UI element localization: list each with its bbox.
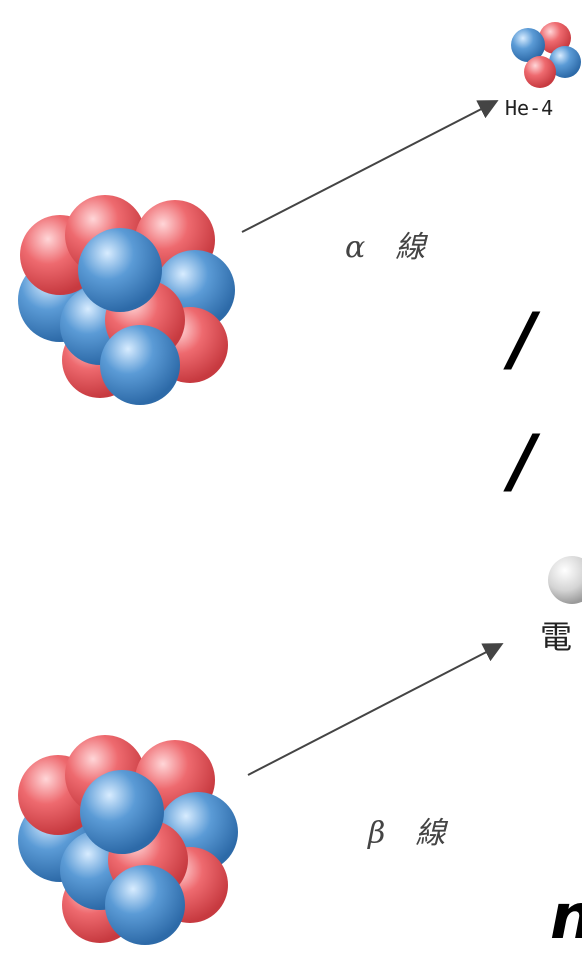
cropped-text-line-3: n	[550, 880, 582, 953]
beta-product-label: 電	[540, 618, 573, 656]
alpha-parent-nucleus	[18, 195, 235, 405]
cropped-text-line-1: /	[510, 298, 536, 380]
alpha-product-label: He-4	[505, 96, 554, 120]
cropped-text-line-2: /	[510, 420, 536, 502]
electron-particle	[548, 556, 582, 604]
alpha-ray-label: α 線	[345, 230, 426, 265]
beta-arrow	[247, 643, 504, 776]
alpha-arrow	[241, 100, 499, 233]
beta-parent-nucleus	[18, 735, 238, 945]
beta-ray-label: β 線	[368, 816, 446, 851]
alpha-particle	[511, 22, 581, 88]
